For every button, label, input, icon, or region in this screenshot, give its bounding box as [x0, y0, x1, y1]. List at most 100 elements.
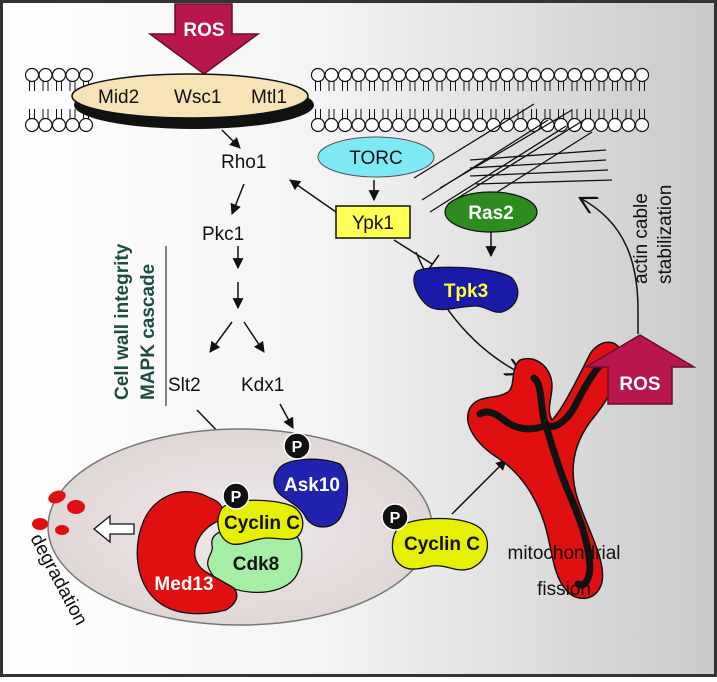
torc-node: TORC	[317, 136, 435, 178]
ros-arrow-right: ROS	[583, 334, 697, 405]
ypk1-node: Ypk1	[335, 205, 411, 239]
tpk3-node: Tpk3	[413, 266, 519, 313]
membrane-sensors: Mid2 Wsc1 Mtl1	[71, 73, 314, 129]
lipid-head	[486, 67, 501, 83]
actin-cables	[413, 103, 613, 219]
rho1-label: Rho1	[221, 152, 266, 173]
mito-label-line1: mitochondrial	[508, 543, 621, 564]
lipid-head	[65, 117, 80, 133]
lipid-head	[391, 67, 407, 83]
cyclin-c-free-label: Cyclin C	[404, 534, 480, 555]
lipid-head	[459, 117, 474, 133]
ros-top-label: ROS	[183, 20, 224, 41]
sensor-mid2: Mid2	[98, 87, 139, 108]
actin-label-line1: actin cable	[631, 193, 652, 284]
ask10-label: Ask10	[284, 475, 340, 496]
lipid-head	[513, 117, 528, 133]
lipid-head	[472, 67, 488, 83]
lipid-head	[445, 67, 461, 83]
cyclin-c-nuclear: Cyclin C	[217, 499, 304, 545]
phospho-cyclin-c-label: P	[231, 489, 242, 506]
lipid-head	[621, 117, 636, 133]
lipid-head	[553, 67, 569, 83]
cyclin-c-free: Cyclin C	[391, 517, 489, 571]
degradation-fragments	[32, 490, 85, 535]
lipid-head	[459, 67, 474, 83]
lipid-head	[310, 67, 326, 83]
lipid-head	[310, 117, 326, 133]
lipid-head	[607, 67, 623, 83]
lipid-head	[78, 117, 94, 133]
lipid-head	[418, 67, 434, 83]
lipid-head	[378, 67, 393, 83]
lipid-head	[594, 117, 609, 133]
ypk1-label: Ypk1	[352, 213, 394, 234]
lipid-head	[418, 117, 434, 133]
lipid-head	[24, 117, 40, 133]
mapk-label-line2: MAPK cascade	[138, 264, 159, 400]
cdk8-label: Cdk8	[233, 554, 279, 575]
lipid-head	[391, 117, 407, 133]
pkc1-label: Pkc1	[202, 224, 244, 245]
ask10-node: Ask10	[273, 458, 349, 528]
lipid-head	[324, 117, 339, 133]
lipid-head	[634, 117, 650, 133]
lipid-head	[445, 117, 461, 133]
lipid-head	[432, 67, 447, 83]
lipid-head	[378, 117, 393, 133]
ros-right-label: ROS	[619, 374, 660, 395]
lipid-head	[337, 67, 353, 83]
torc-label: TORC	[349, 148, 402, 169]
lipid-head	[351, 67, 366, 83]
lipid-head	[405, 67, 420, 83]
actin-label-line2: stabilization	[655, 185, 676, 284]
lipid-head	[580, 67, 596, 83]
cyclin-c-label: Cyclin C	[224, 513, 300, 534]
tpk3-label: Tpk3	[444, 281, 488, 302]
lipid-head	[513, 67, 528, 83]
lipid-head	[364, 117, 380, 133]
lipid-head	[51, 67, 67, 83]
ros-arrow-top: ROS	[147, 3, 261, 75]
slt2-label: Slt2	[168, 375, 201, 396]
lipid-head	[526, 67, 542, 83]
lipid-head	[24, 67, 40, 83]
mito-label-line2: fission	[537, 579, 591, 600]
med13-node: Med13	[136, 491, 238, 615]
lipid-head	[324, 67, 339, 83]
mapk-label-line1: Cell wall integrity	[112, 243, 133, 400]
lipid-head	[337, 117, 353, 133]
sensor-wsc1: Wsc1	[174, 87, 222, 108]
lipid-head	[351, 117, 366, 133]
lipid-head	[78, 67, 94, 83]
lipid-head	[38, 117, 53, 133]
lipid-head	[364, 67, 380, 83]
actin-label: actin cable stabilization	[631, 185, 676, 284]
phospho-cyclin-c-free-label: P	[390, 510, 401, 527]
lipid-head	[634, 67, 650, 83]
ras2-label: Ras2	[468, 203, 513, 224]
lipid-head	[405, 117, 420, 133]
lipid-head	[567, 67, 582, 83]
sensor-mtl1: Mtl1	[251, 87, 287, 108]
ras2-node: Ras2	[444, 191, 538, 233]
mitochondrion	[467, 341, 623, 600]
lipid-head	[540, 67, 555, 83]
med13-label: Med13	[154, 574, 213, 595]
lipid-head	[499, 67, 515, 83]
lipid-head	[472, 117, 488, 133]
lipid-head	[432, 117, 447, 133]
degradation-arrow	[92, 514, 135, 544]
lipid-head	[594, 67, 609, 83]
lipid-head	[38, 67, 53, 83]
mapk-cascade-label: Cell wall integrity MAPK cascade	[112, 243, 167, 406]
lipid-head	[65, 67, 80, 83]
phospho-cyclin-c: P	[222, 482, 250, 510]
phospho-ask10: P	[283, 432, 311, 460]
lipid-head	[607, 117, 623, 133]
kdx1-label: Kdx1	[241, 375, 284, 396]
lipid-head	[51, 117, 67, 133]
